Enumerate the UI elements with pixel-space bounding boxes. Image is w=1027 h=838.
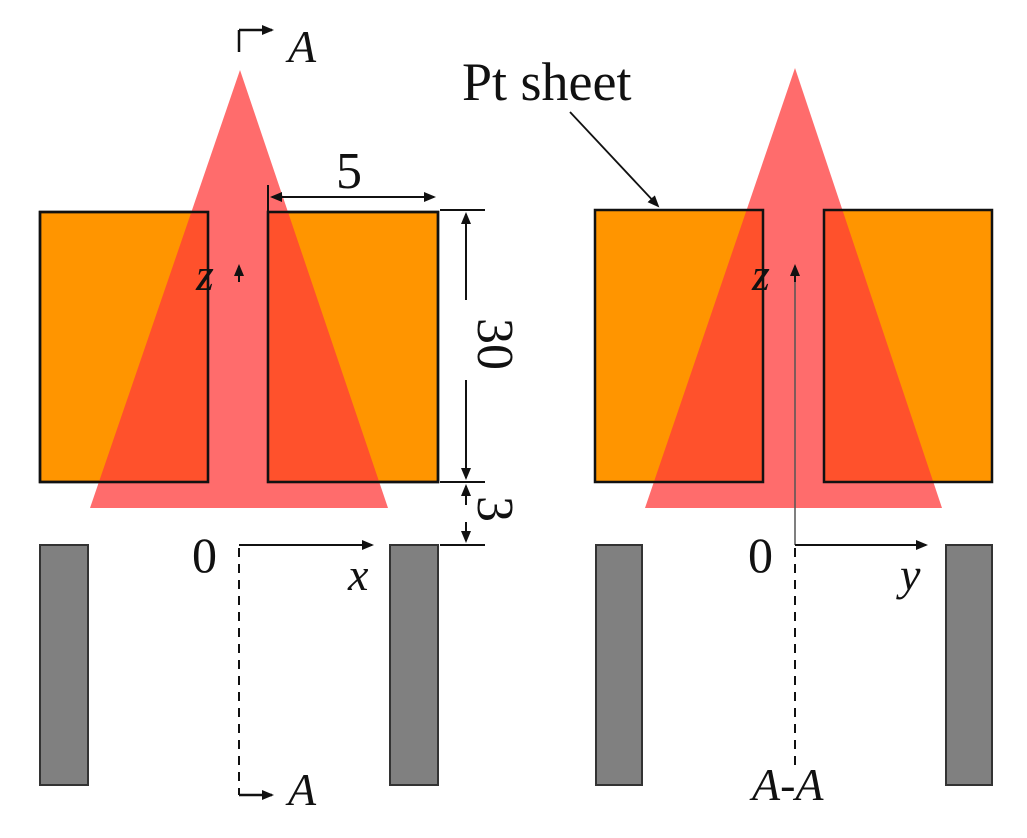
y-axis-label: y: [896, 549, 921, 600]
section-view-label: A-A: [749, 759, 824, 810]
x-axis-label: x: [347, 549, 369, 600]
electrode-right-a: [595, 544, 643, 786]
cone-left: [90, 70, 388, 508]
origin-label-right: 0: [748, 527, 773, 583]
pt-sheet-left-b-outline: [266, 210, 440, 484]
pt-sheet-leader: [569, 111, 660, 208]
origin-label-left: 0: [192, 527, 217, 583]
pt-sheet-left-a-outline: [38, 210, 210, 484]
pt-sheet-right-a-outline: [593, 208, 765, 484]
pt-sheet-right-b-outline: [822, 208, 994, 484]
electrode-left-a: [39, 544, 89, 786]
dim-5-label: 5: [336, 143, 362, 200]
right-view: z 0 y A-A Pt sheet: [462, 52, 994, 810]
section-mark-top: A: [285, 21, 317, 72]
electrode-left-b: [389, 544, 439, 786]
electrode-right-b: [945, 544, 993, 786]
dim-3-label: 3: [466, 496, 523, 522]
z-axis-label-left: z: [195, 249, 214, 300]
left-view: z 0 x A A 5 30 3: [38, 21, 523, 815]
z-axis-label-right: z: [751, 249, 770, 300]
dim-30-label: 30: [466, 318, 523, 370]
pt-sheet-label: Pt sheet: [462, 52, 632, 112]
section-mark-bottom: A: [285, 764, 317, 815]
cone-right: [645, 68, 942, 508]
